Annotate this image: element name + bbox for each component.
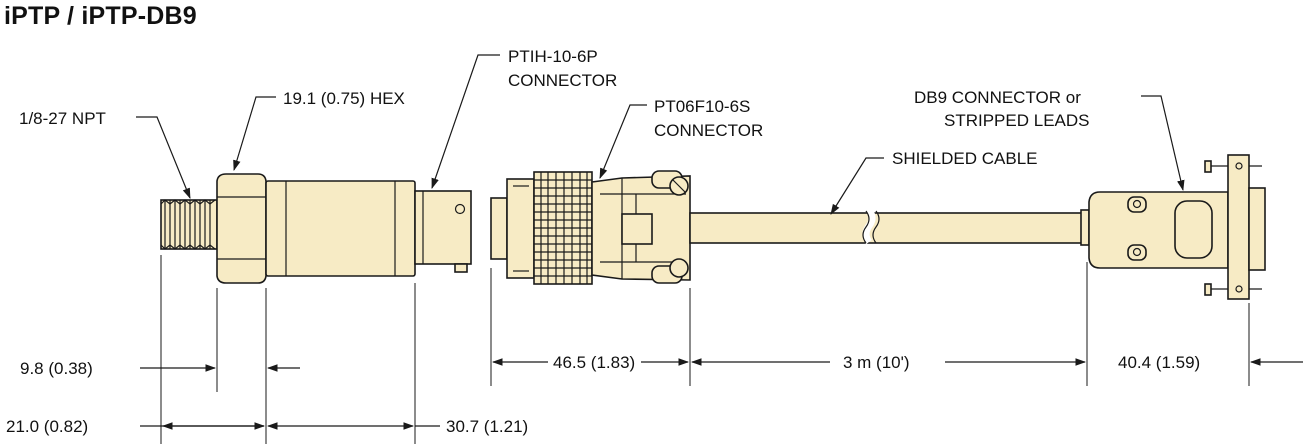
dimension-labels: 9.8 (0.38) 21.0 (0.82) 30.7 (1.21) 46.5 … xyxy=(6,353,1200,436)
pt06-plug xyxy=(490,170,691,285)
dim-cable-length: 3 m (10') xyxy=(843,353,910,372)
db9-label-line2: STRIPPED LEADS xyxy=(944,111,1090,130)
dim-body-length: 30.7 (1.21) xyxy=(446,417,528,436)
callout-labels: 1/8-27 NPT 19.1 (0.75) HEX PTIH-10-6P CO… xyxy=(19,47,1090,168)
ptih-label-line2: CONNECTOR xyxy=(508,71,617,90)
db9-label-line1: DB9 CONNECTOR or xyxy=(914,88,1081,107)
cable-clamp xyxy=(591,170,691,284)
ptih-label-line1: PTIH-10-6P xyxy=(508,47,598,66)
db9-connector xyxy=(1080,154,1266,300)
knurled-ring xyxy=(533,171,593,285)
hex-label: 19.1 (0.75) HEX xyxy=(283,89,405,108)
leader-lines xyxy=(136,54,1185,215)
dim-plug-length: 46.5 (1.83) xyxy=(553,353,635,372)
hex-nut xyxy=(216,173,267,284)
dim-db9-length: 40.4 (1.59) xyxy=(1118,353,1200,372)
shielded-cable xyxy=(689,207,1086,245)
extension-lines xyxy=(160,255,1250,444)
ptih-connector xyxy=(414,190,472,273)
npt-label: 1/8-27 NPT xyxy=(19,109,106,128)
npt-thread xyxy=(160,199,218,250)
dim-npt-length: 9.8 (0.38) xyxy=(20,359,93,378)
transducer-assembly xyxy=(160,173,472,284)
page-title: iPTP / iPTP-DB9 xyxy=(4,2,197,30)
pt06-label-line1: PT06F10-6S xyxy=(654,97,750,116)
pt06-label-line2: CONNECTOR xyxy=(654,121,763,140)
dimension-lines xyxy=(140,358,1303,430)
dim-to-body: 21.0 (0.82) xyxy=(6,417,88,436)
cable-label: SHIELDED CABLE xyxy=(892,149,1038,168)
transducer-body xyxy=(265,180,416,277)
